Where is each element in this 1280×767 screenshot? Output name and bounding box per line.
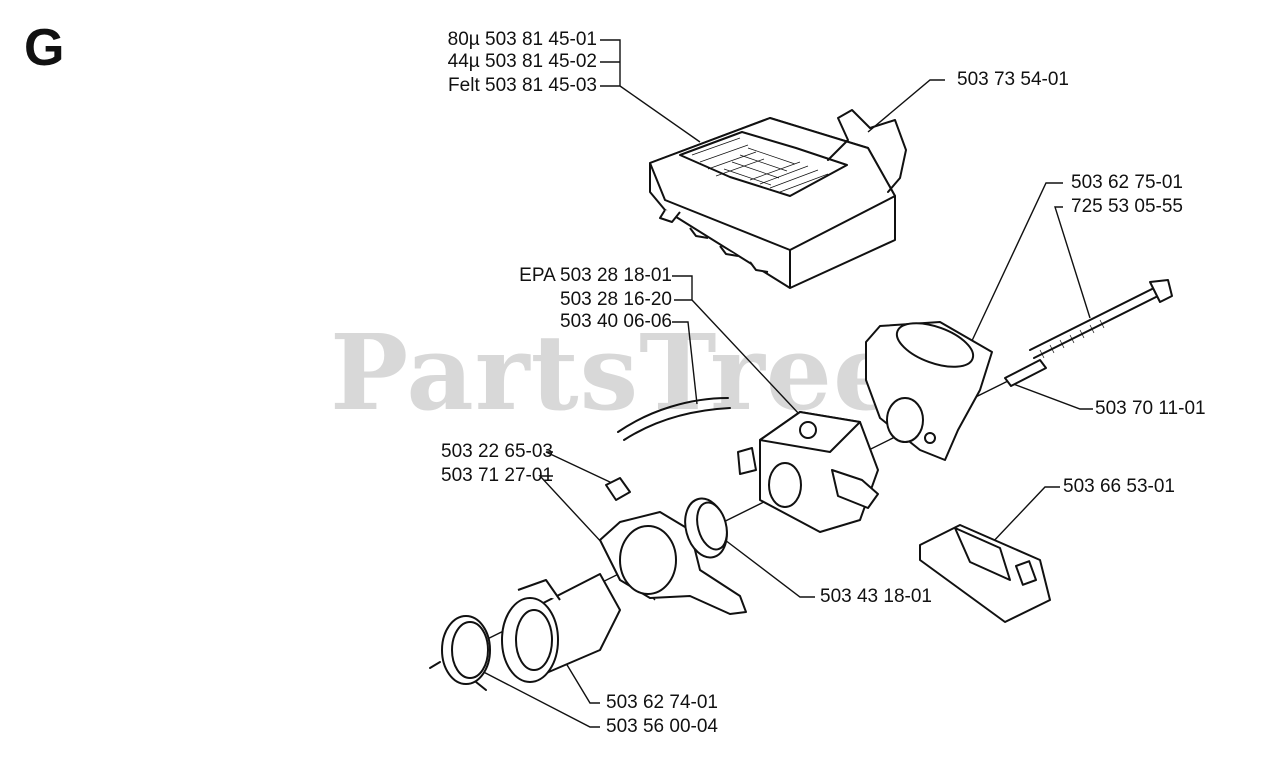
label-hose-clamp: 503 56 00-04 — [606, 716, 718, 737]
carburetor-part — [737, 411, 879, 533]
label-handle: 503 66 53-01 — [1063, 476, 1175, 497]
label-housing: 503 62 75-01 — [1071, 172, 1183, 193]
intake-boot-part — [501, 573, 621, 683]
bolt-part — [1029, 279, 1173, 359]
label-carb: 503 28 16-20 — [560, 289, 672, 310]
watermark-text: PartsTree — [330, 311, 901, 434]
pin-part — [1004, 359, 1047, 387]
gasket-ring-part — [684, 497, 728, 559]
housing-part — [865, 321, 993, 461]
hose-clamp-part — [429, 615, 491, 691]
label-filter-80: 80µ 503 81 45-01 — [447, 29, 597, 50]
label-gasket-ring: 503 43 18-01 — [820, 586, 932, 607]
fuel-hose-part — [617, 397, 731, 441]
clamp-bracket-part — [599, 511, 747, 615]
label-clip: 503 22 65-03 — [441, 441, 553, 462]
label-intake-boot: 503 62 74-01 — [606, 692, 718, 713]
label-filter-felt: Felt 503 81 45-03 — [448, 75, 597, 96]
label-carb-epa: EPA 503 28 18-01 — [519, 265, 672, 286]
handle-part — [919, 524, 1051, 623]
label-filter-44: 44µ 503 81 45-02 — [447, 51, 597, 72]
label-pin: 503 70 11-01 — [1095, 398, 1206, 419]
label-hose: 503 40 06-06 — [560, 311, 672, 332]
label-bracket-top: 503 73 54-01 — [957, 69, 1069, 90]
clip-part — [605, 477, 631, 501]
section-letter: G — [24, 19, 65, 77]
top-bracket-part — [827, 109, 907, 193]
label-clamp-bracket: 503 71 27-01 — [441, 465, 553, 486]
air-filter-part — [649, 117, 896, 289]
label-bolt: 725 53 05-55 — [1071, 196, 1183, 217]
